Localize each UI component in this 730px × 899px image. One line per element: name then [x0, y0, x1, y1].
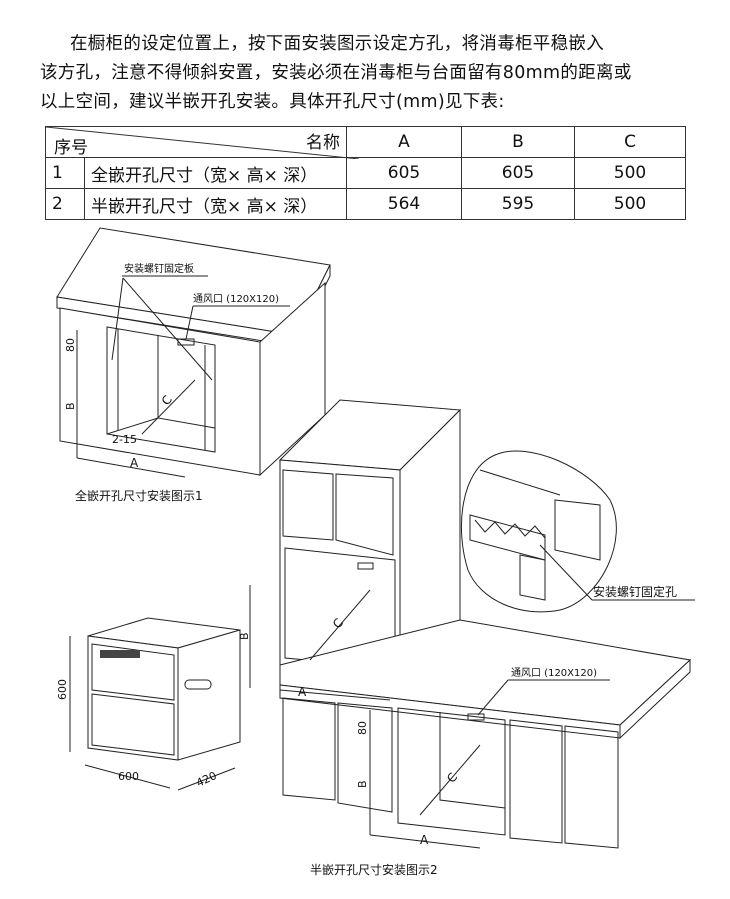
- dim-b-label: B: [64, 402, 77, 410]
- table-row: 1 全嵌开孔尺寸（宽× 高× 深） 605 605 500: [45, 157, 686, 189]
- serial-header: 序号: [54, 138, 88, 158]
- dim-c-label: C: [444, 770, 460, 785]
- row-number: 1: [45, 157, 85, 189]
- figure1-full-embed-diagram: 安装螺钉固定板 通风口 (120X120) 80 B C 2-15 A 全嵌开孔…: [56, 227, 331, 503]
- screw-hole-detail-callout: 安装螺钉固定孔: [460, 450, 695, 613]
- control-panel-icon: [100, 650, 140, 658]
- row-name: 全嵌开孔尺寸（宽× 高× 深）: [84, 157, 347, 189]
- cutout-size-table: 序号 名称 A B C 1 全嵌开孔尺寸（宽× 高× 深） 605 605 50…: [45, 126, 686, 220]
- intro-line-1: 在橱柜的设定位置上，按下面安装图示设定方孔，将消毒柜平稳嵌入: [70, 34, 604, 54]
- value-b: 595: [461, 188, 575, 220]
- row-number: 2: [45, 188, 85, 220]
- figure2-half-embed-diagram: B C A 通风口 (120X120) 80 B C A 半嵌开孔尺寸安装图示2: [238, 399, 692, 877]
- row-name: 半嵌开孔尺寸（宽× 高× 深）: [84, 188, 347, 220]
- screw-hole-label: 安装螺钉固定孔: [593, 584, 677, 599]
- dim-a-label: A: [130, 456, 139, 470]
- disinfection-cabinet-appliance: 600 600 420: [56, 617, 241, 791]
- vent-label: 通风口 (120X120): [511, 667, 597, 679]
- dim-b-label: B: [356, 780, 369, 788]
- col-c-header: C: [574, 126, 686, 158]
- dim-80-label: 80: [356, 721, 369, 735]
- value-a: 564: [346, 188, 462, 220]
- depth-label: 420: [194, 769, 219, 790]
- gap-label: 2-15: [112, 433, 137, 446]
- table-row: 2 半嵌开孔尺寸（宽× 高× 深） 564 595 500: [45, 188, 686, 220]
- dim-a-label: A: [420, 833, 429, 847]
- value-c: 500: [574, 157, 686, 189]
- col-a-header: A: [346, 126, 462, 158]
- intro-line-3: 以上空间，建议半嵌开孔安装。具体开孔尺寸(mm)见下表:: [40, 92, 505, 112]
- tall-dim-a-label: A: [298, 685, 307, 699]
- table-header-row: 序号 名称 A B C: [45, 126, 686, 159]
- width-label: 600: [118, 770, 139, 783]
- figure1-caption: 全嵌开孔尺寸安装图示1: [75, 488, 203, 503]
- value-c: 500: [574, 188, 686, 220]
- dim-80-label: 80: [64, 338, 77, 352]
- intro-paragraph: 在橱柜的设定位置上，按下面安装图示设定方孔，将消毒柜平稳嵌入 该方孔，注意不得倾…: [40, 30, 720, 117]
- col-b-header: B: [461, 126, 575, 158]
- figure2-caption: 半嵌开孔尺寸安装图示2: [310, 862, 438, 877]
- intro-line-2: 该方孔，注意不得倾斜安置，安装必须在消毒柜与台面留有80mm的距离或: [40, 63, 632, 83]
- height-label: 600: [56, 679, 69, 700]
- diagonal-header-cell: 序号 名称: [45, 126, 359, 159]
- vent-label: 通风口 (120X120): [193, 293, 279, 305]
- name-header: 名称: [306, 133, 340, 153]
- tall-dim-b-label: B: [238, 632, 251, 640]
- fixing-plate-label: 安装螺钉固定板: [124, 262, 194, 275]
